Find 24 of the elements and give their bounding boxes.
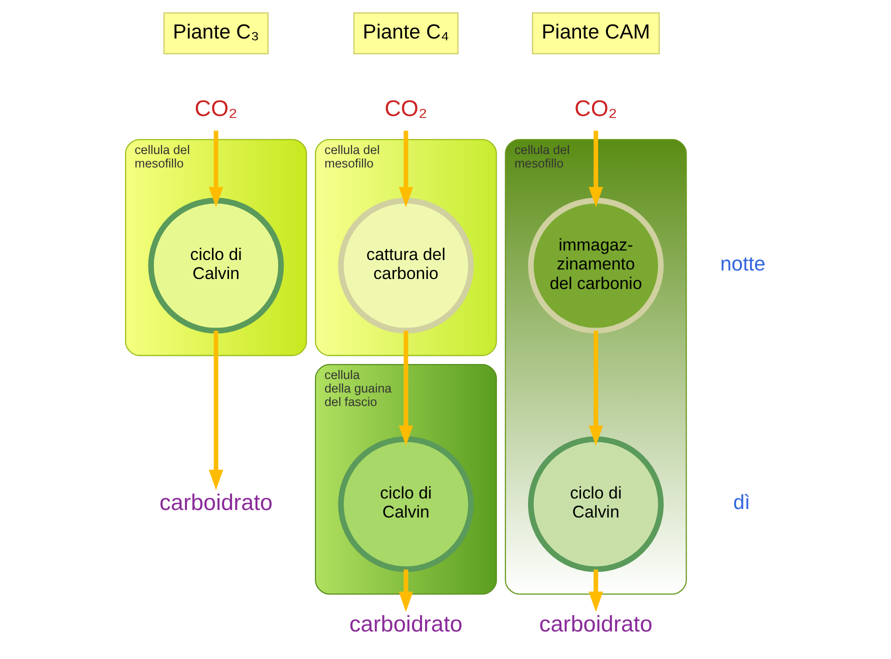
- node-circle: immagaz- zinamento del carbonio: [528, 198, 664, 334]
- arrow: [208, 130, 224, 208]
- node-text: carboidrato: [159, 490, 273, 515]
- node-circle: ciclo di Calvin: [338, 436, 474, 572]
- node-text: CO₂: [384, 96, 428, 121]
- node-circle: ciclo di Calvin: [528, 436, 664, 572]
- arrow: [398, 130, 414, 208]
- node-circle: cattura del carbonio: [338, 198, 474, 334]
- node-box: Piante C₃: [163, 12, 269, 54]
- arrow: [398, 330, 414, 446]
- label: dì: [733, 492, 750, 514]
- arrow: [588, 330, 603, 446]
- node-text: CO₂: [194, 96, 238, 121]
- node-circle: ciclo di Calvin: [148, 198, 284, 334]
- node-box: Piante CAM: [532, 12, 660, 54]
- node-text: carboidrato: [349, 611, 462, 636]
- arrow: [588, 130, 603, 208]
- arrow: [588, 569, 603, 612]
- label: notte: [720, 254, 766, 276]
- node-text: carboidrato: [539, 611, 652, 636]
- arrow: [398, 569, 414, 612]
- node-box: Piante C₄: [353, 12, 458, 54]
- arrow: [208, 330, 224, 490]
- node-text: CO₂: [574, 96, 618, 121]
